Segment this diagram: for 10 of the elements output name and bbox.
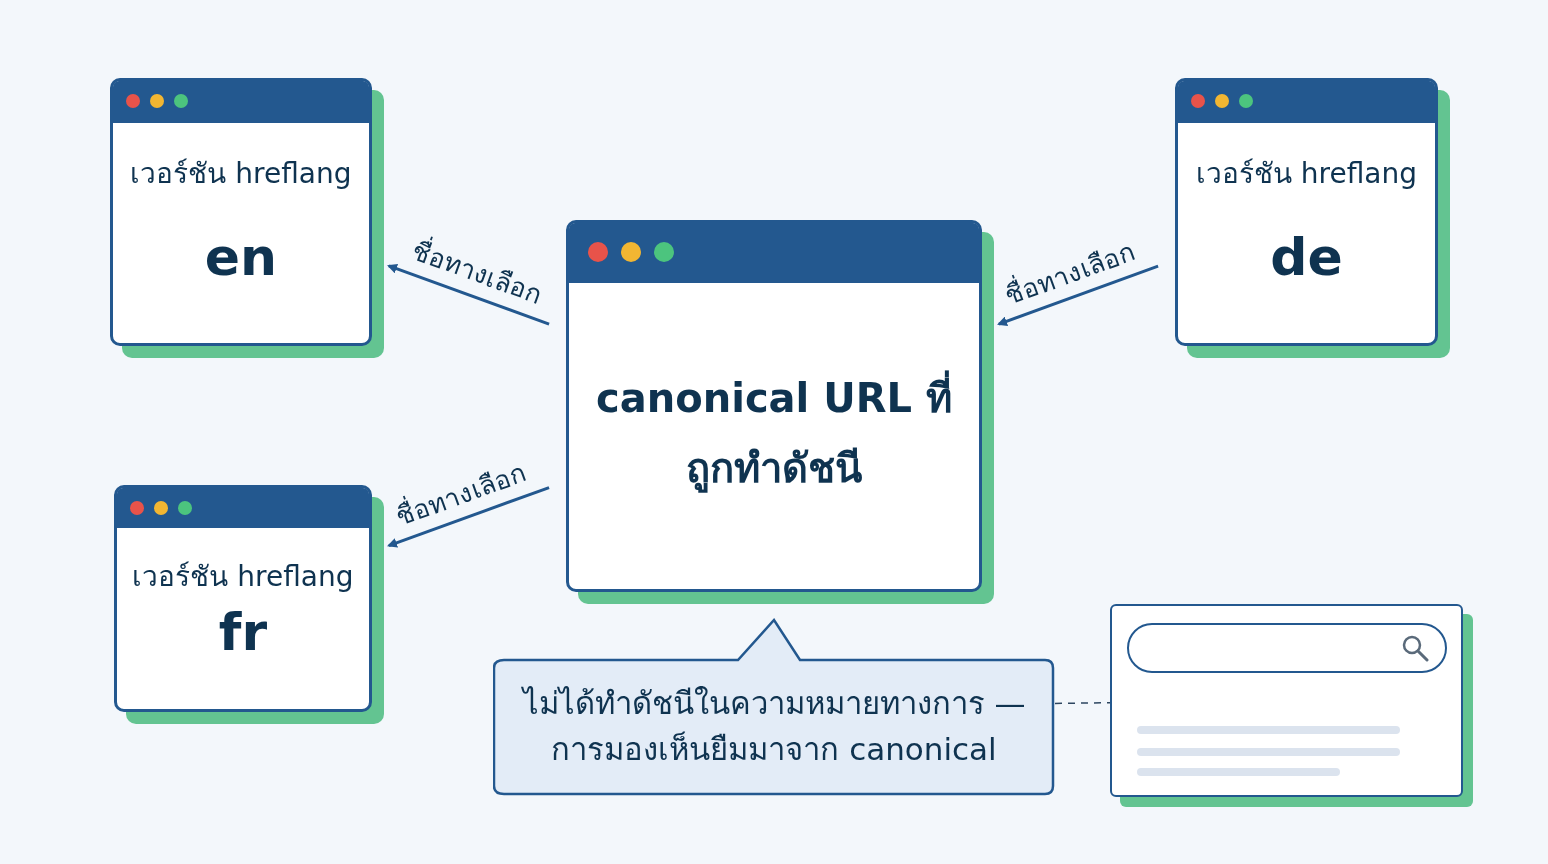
note-text: ไม่ได้ทำดัชนีในความหมายทางการ — การมองเห็นยืมมาจาก canonical bbox=[520, 684, 1027, 769]
speech-bubble bbox=[493, 618, 1055, 796]
heading-text: เวอร์ชัน hreflang bbox=[1194, 156, 1419, 192]
language-code: de bbox=[1269, 231, 1344, 283]
connector-line bbox=[1054, 702, 1111, 705]
heading-text: เวอร์ชัน hreflang bbox=[129, 156, 353, 192]
heading-text: เวอร์ชัน hreflang bbox=[131, 559, 355, 595]
language-code: en bbox=[203, 231, 279, 283]
language-code: fr bbox=[217, 606, 269, 658]
heading-text: canonical URL ที่ถูกทำดัชนี bbox=[575, 363, 973, 503]
